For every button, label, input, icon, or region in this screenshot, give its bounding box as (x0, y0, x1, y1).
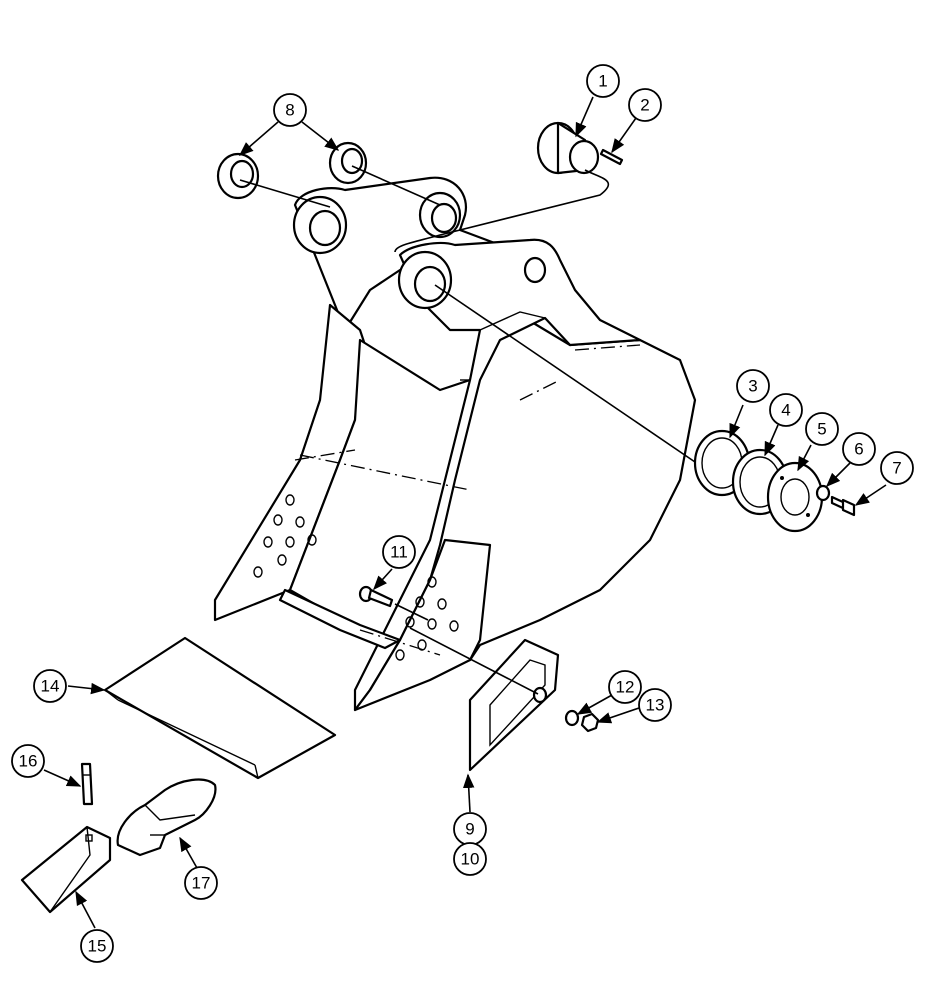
bucket-body (213, 176, 697, 712)
tooth-adapter (116, 778, 217, 857)
callout-7: 7 (880, 451, 914, 485)
bushing-left (216, 152, 260, 200)
svg-text:2: 2 (640, 96, 649, 115)
callout-10: 10 (453, 842, 487, 876)
callout-2: 2 (628, 88, 662, 122)
callout-1: 1 (586, 64, 620, 98)
callout-6: 6 (842, 432, 876, 466)
centerline-bushing-left (239, 179, 331, 208)
svg-text:1: 1 (598, 72, 607, 91)
callout-13: 13 (638, 688, 672, 722)
centerline-bolt (394, 603, 429, 621)
svg-text:7: 7 (892, 459, 901, 478)
svg-text:4: 4 (781, 401, 790, 420)
bushing-right (328, 141, 368, 185)
side-cutter (468, 638, 560, 772)
centerline-bushing-right (351, 165, 441, 206)
callout-4: 4 (769, 393, 803, 427)
cutting-edge (103, 636, 337, 780)
svg-text:11: 11 (390, 543, 408, 562)
svg-text:15: 15 (88, 937, 107, 956)
centerline-pin (394, 169, 610, 253)
svg-text:10: 10 (461, 850, 480, 869)
callout-14: 14 (33, 669, 67, 703)
right-plate-holes (395, 576, 459, 661)
callout-16: 16 (11, 744, 45, 778)
lock-washer (564, 709, 580, 727)
callout-12: 12 (608, 670, 642, 704)
leader-lines (43, 96, 887, 929)
svg-text:3: 3 (748, 377, 757, 396)
tooth (20, 825, 112, 914)
svg-text:12: 12 (616, 678, 635, 697)
callout-15: 15 (80, 929, 114, 963)
callout-17: 17 (184, 866, 218, 900)
callout-11: 11 (382, 535, 416, 569)
cover-plate (766, 461, 824, 533)
svg-text:5: 5 (817, 420, 826, 439)
lock-pin (80, 762, 94, 806)
svg-text:9: 9 (465, 820, 474, 839)
svg-text:17: 17 (192, 874, 211, 893)
callout-3: 3 (736, 369, 770, 403)
callout-9: 9 (453, 812, 487, 846)
hex-nut (580, 712, 600, 733)
svg-text:8: 8 (285, 101, 294, 120)
plow-bolt (358, 585, 394, 608)
cap-screw (830, 495, 856, 517)
roll-pin (599, 148, 624, 166)
washer (815, 484, 831, 502)
svg-text:6: 6 (854, 440, 863, 459)
callout-5: 5 (805, 412, 839, 446)
callout-8: 8 (273, 93, 307, 127)
svg-text:16: 16 (19, 752, 38, 771)
svg-text:14: 14 (41, 677, 60, 696)
centerline-cutter (409, 627, 539, 695)
left-plate-holes (253, 494, 317, 578)
pin (536, 121, 600, 175)
centerline-shims (434, 284, 696, 463)
svg-text:13: 13 (646, 696, 665, 715)
